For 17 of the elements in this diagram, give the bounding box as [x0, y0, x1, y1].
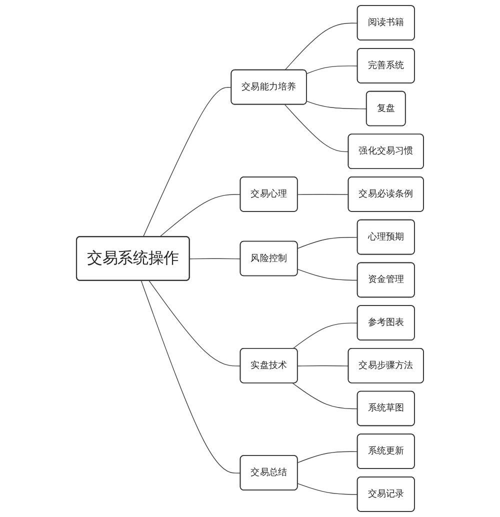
- connector: [159, 194, 241, 238]
- connector: [284, 104, 349, 152]
- connector: [142, 87, 232, 238]
- connector: [306, 100, 368, 110]
- connector: [297, 451, 358, 463]
- connector: [148, 280, 241, 366]
- connector: [297, 194, 349, 195]
- connector: [189, 258, 241, 260]
- connector: [292, 322, 358, 350]
- connector: [297, 268, 358, 281]
- connector: [297, 237, 358, 249]
- connector: [297, 365, 349, 366]
- connector: [292, 382, 358, 410]
- connector: [284, 22, 358, 71]
- connector: [306, 66, 358, 74]
- connector: [297, 483, 358, 495]
- connector: [140, 280, 241, 474]
